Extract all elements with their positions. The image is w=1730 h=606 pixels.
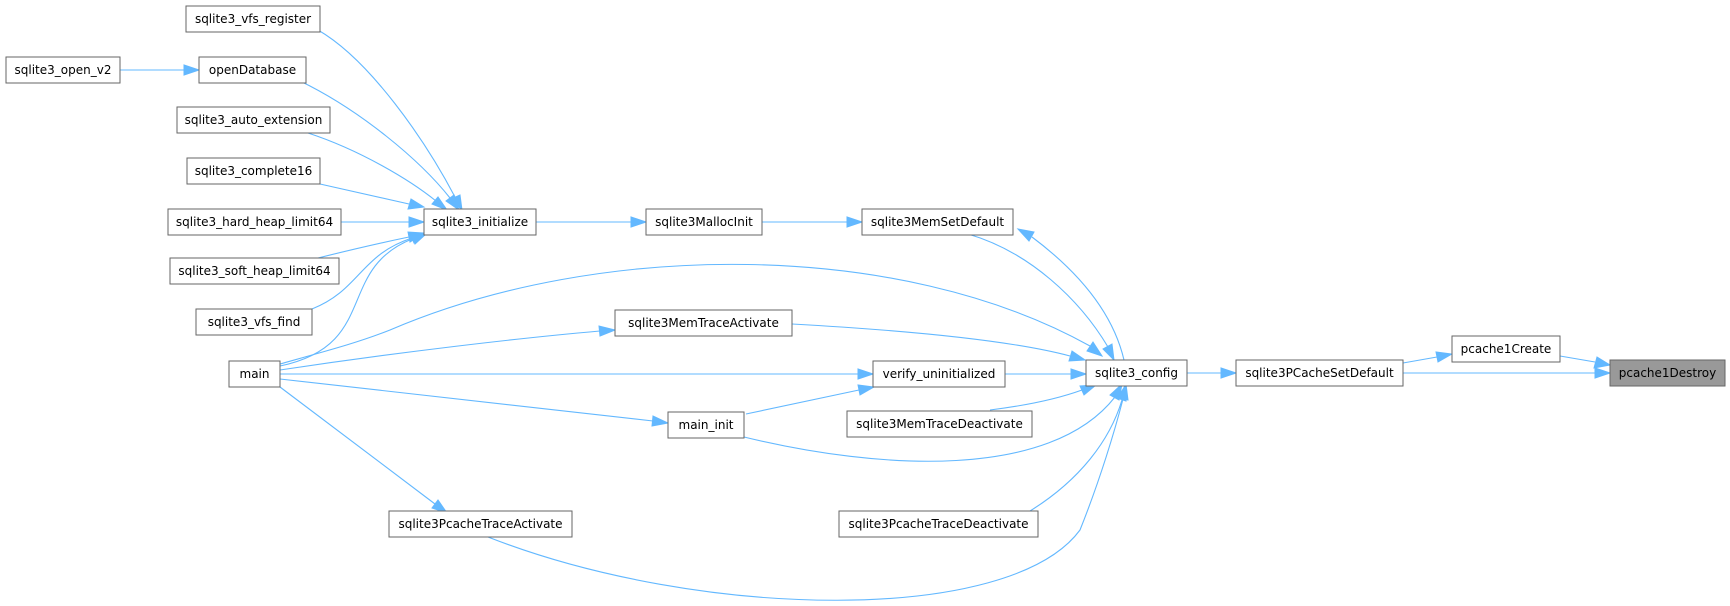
edge-main_init-to-verify_uninitialized: [745, 384, 876, 415]
node-label: sqlite3_soft_heap_limit64: [178, 264, 330, 278]
edge-sqlite3PcacheTraceDeactivate-to-sqlite3_config: [1029, 383, 1127, 512]
nodes: pcache1Destroy pcache1Create sqlite3PCac…: [5, 5, 1726, 538]
node-verify_uninitialized[interactable]: verify_uninitialized: [872, 360, 1006, 388]
edge-sqlite3_config-to-sqlite3PCacheSetDefault: [1187, 367, 1238, 379]
node-label: sqlite3_open_v2: [15, 63, 112, 77]
node-pcache1Destroy[interactable]: pcache1Destroy: [1609, 359, 1726, 387]
node-main_init[interactable]: main_init: [667, 411, 745, 439]
node-label: sqlite3_vfs_register: [195, 12, 311, 26]
node-label: pcache1Destroy: [1619, 366, 1716, 380]
node-label: main_init: [679, 418, 734, 432]
node-label: openDatabase: [209, 63, 296, 77]
edge-main-to-sqlite3MemTraceActivate: [279, 325, 617, 371]
edge-sqlite3_initialize-to-sqlite3MallocInit: [536, 216, 648, 228]
edge-sqlite3_auto_extension-to-sqlite3_initialize: [307, 132, 449, 212]
node-sqlite3MemTraceDeactivate[interactable]: sqlite3MemTraceDeactivate: [846, 410, 1033, 438]
node-sqlite3_auto_extension[interactable]: sqlite3_auto_extension: [176, 106, 331, 134]
edge-main-to-main_init: [279, 378, 670, 427]
node-openDatabase[interactable]: openDatabase: [198, 56, 307, 84]
edges: [120, 29, 1612, 601]
node-sqlite3MemSetDefault[interactable]: sqlite3MemSetDefault: [861, 208, 1014, 236]
node-label: sqlite3PCacheSetDefault: [1245, 366, 1394, 380]
node-label: sqlite3MemSetDefault: [871, 215, 1005, 229]
node-label: sqlite3MemTraceDeactivate: [856, 417, 1023, 431]
node-label: sqlite3PcacheTraceActivate: [398, 517, 562, 531]
node-label: sqlite3_config: [1095, 366, 1178, 380]
node-label: sqlite3MemTraceActivate: [628, 316, 779, 330]
edge-sqlite3MallocInit-to-sqlite3MemSetDefault: [762, 216, 864, 228]
edge-sqlite3_vfs_register-to-sqlite3_initialize: [317, 29, 463, 212]
node-sqlite3MallocInit[interactable]: sqlite3MallocInit: [645, 208, 763, 236]
node-sqlite3_initialize[interactable]: sqlite3_initialize: [423, 208, 537, 236]
node-label: sqlite3_hard_heap_limit64: [176, 215, 333, 229]
node-main[interactable]: main: [228, 360, 281, 388]
node-label: sqlite3_auto_extension: [185, 113, 323, 127]
node-label: sqlite3_vfs_find: [208, 315, 301, 329]
node-sqlite3PCacheSetDefault[interactable]: sqlite3PCacheSetDefault: [1235, 359, 1404, 387]
edge-openDatabase-to-sqlite3_initialize: [299, 80, 460, 212]
edge-main-to-sqlite3_initialize: [279, 233, 428, 367]
node-label: main: [240, 367, 270, 381]
node-sqlite3PcacheTraceDeactivate[interactable]: sqlite3PcacheTraceDeactivate: [838, 510, 1039, 538]
edge-sqlite3_hard_heap_limit64-to-sqlite3_initialize: [341, 216, 426, 228]
edge-sqlite3PCacheSetDefault-to-pcache1Create: [1402, 351, 1454, 364]
node-sqlite3PcacheTraceActivate[interactable]: sqlite3PcacheTraceActivate: [388, 510, 573, 538]
node-sqlite3_config[interactable]: sqlite3_config: [1085, 359, 1188, 387]
node-label: verify_uninitialized: [883, 367, 996, 381]
edge-sqlite3_open_v2-to-openDatabase: [120, 64, 201, 76]
node-sqlite3_open_v2[interactable]: sqlite3_open_v2: [5, 56, 121, 84]
node-label: pcache1Create: [1461, 342, 1552, 356]
edge-sqlite3MemTraceActivate-to-sqlite3_config: [791, 323, 1087, 362]
node-sqlite3_hard_heap_limit64[interactable]: sqlite3_hard_heap_limit64: [167, 208, 342, 236]
edge-main-to-sqlite3PcacheTraceActivate: [279, 386, 449, 514]
node-sqlite3_soft_heap_limit64[interactable]: sqlite3_soft_heap_limit64: [169, 257, 340, 285]
edge-sqlite3MemTraceDeactivate-to-sqlite3_config: [989, 384, 1098, 411]
edge-pcache1Create-to-pcache1Destroy: [1559, 355, 1612, 369]
node-label: sqlite3MallocInit: [655, 215, 753, 229]
node-label: sqlite3PcacheTraceDeactivate: [848, 517, 1028, 531]
edge-verify_uninitialized-to-sqlite3_config: [1005, 368, 1088, 380]
node-label: sqlite3_complete16: [195, 164, 313, 178]
node-label: sqlite3_initialize: [432, 215, 528, 229]
node-sqlite3_complete16[interactable]: sqlite3_complete16: [186, 157, 321, 185]
edge-main-to-sqlite3_config: [279, 263, 1104, 365]
edge-sqlite3_complete16-to-sqlite3_initialize: [319, 183, 426, 210]
edge-sqlite3MemSetDefault-to-sqlite3_config: [967, 233, 1115, 362]
edge-sqlite3PCacheSetDefault-to-pcache1Destroy: [1403, 367, 1612, 379]
node-sqlite3MemTraceActivate[interactable]: sqlite3MemTraceActivate: [614, 309, 793, 337]
node-sqlite3_vfs_register[interactable]: sqlite3_vfs_register: [185, 5, 321, 33]
node-sqlite3_vfs_find[interactable]: sqlite3_vfs_find: [195, 308, 313, 336]
edge-sqlite3_config-to-sqlite3MemSetDefault: [1016, 228, 1125, 361]
edge-sqlite3_soft_heap_limit64-to-sqlite3_initialize: [317, 231, 426, 259]
node-pcache1Create[interactable]: pcache1Create: [1451, 335, 1561, 363]
edge-main-to-verify_uninitialized: [280, 368, 875, 380]
